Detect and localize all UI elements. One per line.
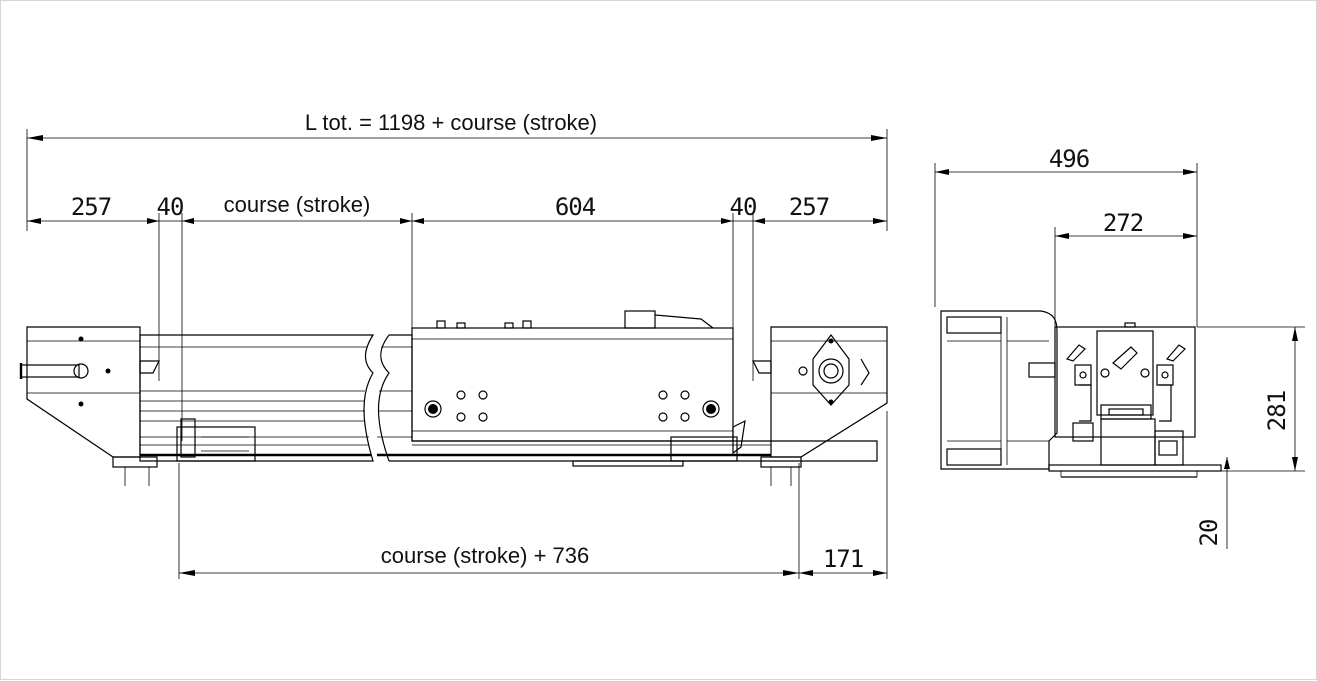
left-gap-label: 40 bbox=[157, 193, 184, 221]
carriage-bolts-right bbox=[658, 390, 690, 422]
front-view-actuator bbox=[19, 310, 888, 486]
left-end-label: 257 bbox=[71, 193, 111, 221]
right-gap-label: 40 bbox=[730, 193, 757, 221]
stroke-label: course (stroke) bbox=[224, 192, 371, 217]
bottom-right-label: 171 bbox=[823, 545, 863, 573]
front-view-dimensions: L tot. = 1198 + course (stroke) 257 40 c… bbox=[26, 110, 888, 579]
side-height-label: 281 bbox=[1263, 391, 1291, 431]
side-view-actuator bbox=[940, 310, 1222, 478]
side-width-label: 496 bbox=[1049, 145, 1089, 173]
carriage-label: 604 bbox=[555, 193, 596, 221]
side-view-dimensions: 496 272 281 20 bbox=[934, 145, 1305, 549]
bottom-span-label: course (stroke) + 736 bbox=[381, 543, 589, 568]
side-inner-width-label: 272 bbox=[1103, 209, 1143, 237]
total-length-label: L tot. = 1198 + course (stroke) bbox=[305, 110, 597, 135]
carriage-bolts-left bbox=[456, 390, 488, 422]
right-end-label: 257 bbox=[789, 193, 829, 221]
side-base-label: 20 bbox=[1195, 520, 1223, 547]
